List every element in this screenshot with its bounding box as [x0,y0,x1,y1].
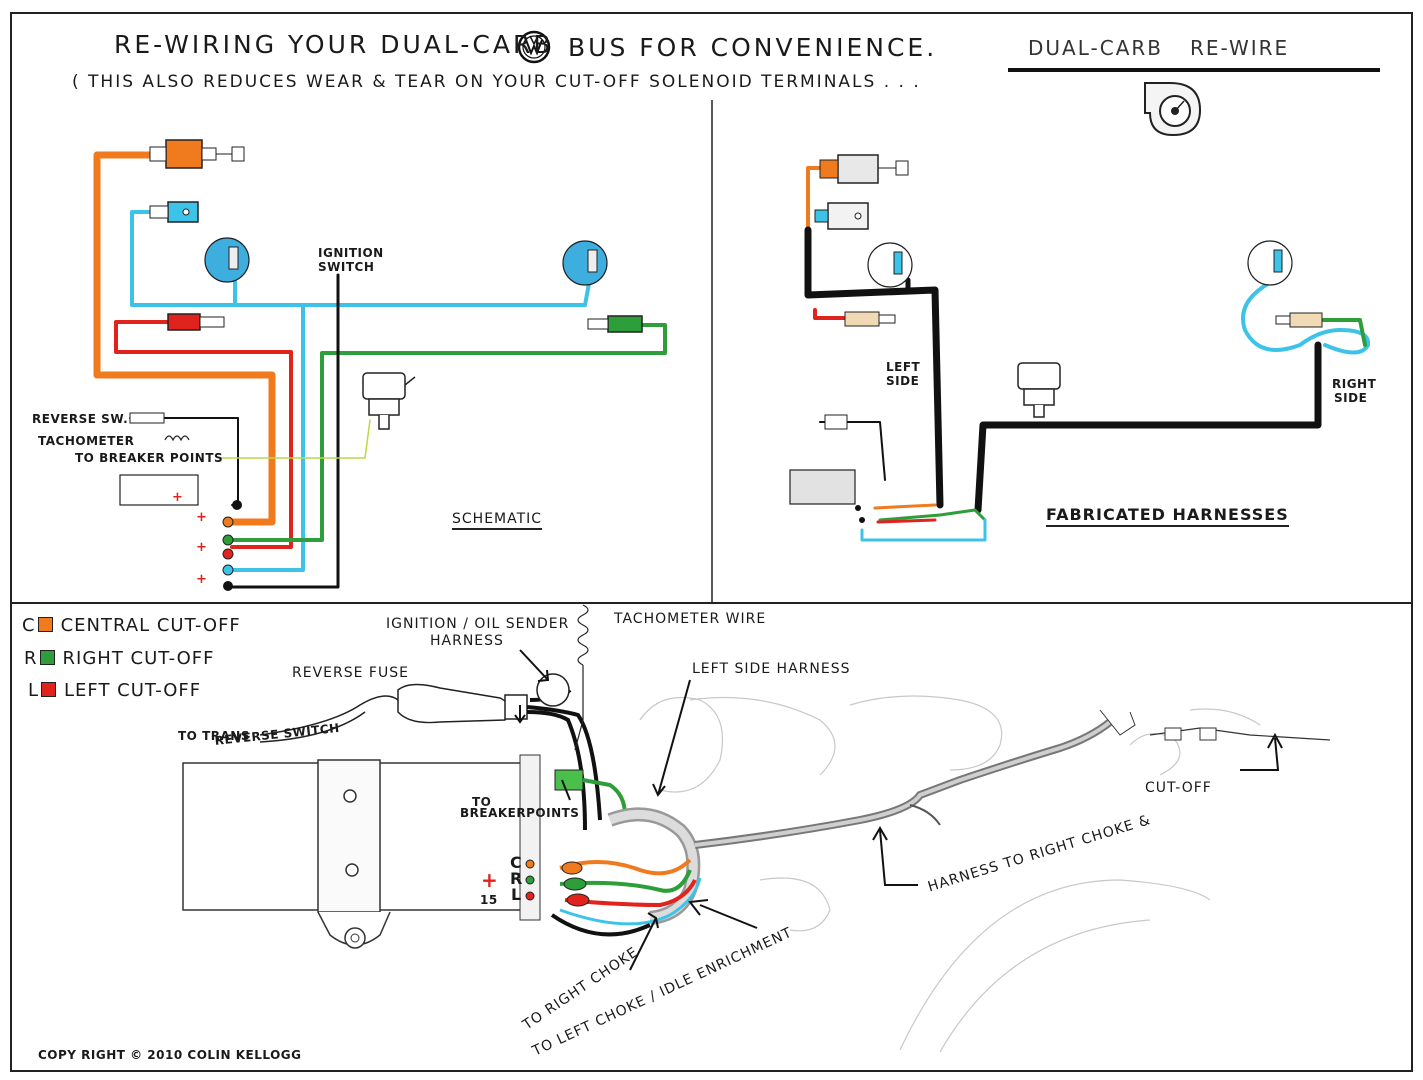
svg-text:+: + [196,572,207,587]
fab-black-left [804,226,944,509]
legend-item-central: C CENTRAL CUT-OFF [22,615,241,636]
copyright-text: COPY RIGHT © 2010 COLIN KELLOGG [38,1048,302,1062]
red-connector [167,313,201,331]
legend-swatch-red [41,682,57,697]
terminal-l: L [511,885,523,904]
schematic-caption: SCHEMATIC [452,511,543,530]
terminal-plus-icon: + [481,868,499,892]
page-title-continued: BUS FOR CONVENIENCE. [568,33,938,62]
svg-text:+: + [196,540,207,555]
right-side-label-line2: SIDE [1334,391,1368,405]
black-wire [230,273,340,589]
side-title-left: DUAL-CARB [1028,36,1163,60]
ignition-label-line1: IGNITION [318,246,384,260]
fabricated-caption: FABRICATED HARNESSES [1046,505,1289,527]
legend-swatch-green [39,650,55,665]
coil-block [119,474,199,506]
schematic-components: + + + + [119,139,643,591]
fab-blue-right [1241,278,1371,355]
legend-letter: C [22,615,36,636]
to-trans-label: TO TRANS [178,729,250,743]
fabricated-wires [804,166,1371,542]
tachometer-label: TACHOMETER [38,434,135,448]
left-side-harness-label: LEFT SIDE HARNESS [692,661,851,677]
page-title: RE-WIRING YOUR DUAL-CARB [114,30,554,59]
orange-wire [93,151,276,526]
right-choke [562,240,608,286]
terminal-c: C [510,853,523,872]
legend-label: LEFT CUT-OFF [64,680,202,701]
reverse-sw-label: REVERSE SW. [32,412,129,426]
page-frame [10,12,1413,1072]
to-breaker-label: TO [472,795,492,809]
blue-wire [130,210,592,307]
side-title-right: RE-WIRE [1190,36,1290,60]
legend-letter: R [24,648,38,669]
page-subtitle: ( THIS ALSO REDUCES WEAR & TEAR ON YOUR … [72,72,921,92]
legend-label: RIGHT CUT-OFF [62,648,215,669]
terminal-r: R [510,869,524,888]
to-breaker-points-label: TO BREAKER POINTS [75,451,224,465]
svg-text:+: + [172,490,183,505]
detail-sketch [182,604,1331,1053]
central-cutoff-solenoid [165,139,203,169]
reverse-fuse-label: REVERSE FUSE [292,665,409,681]
left-side-label-line2: SIDE [886,374,920,388]
breakerpoints-label: BREAKERPOINTS [460,806,580,820]
right-side-label-line1: RIGHT [1332,377,1377,391]
fab-black-right [974,341,1322,514]
svg-text:+: + [196,510,207,525]
distributor-sketch [362,372,416,430]
legend-letter: L [28,680,40,701]
left-choke [204,237,250,283]
ignition-oil-sender-label-line1: IGNITION / OIL SENDER [386,616,570,632]
terminal-15: 15 [480,893,498,907]
tachometer-wire-spring [577,604,589,666]
ignition-label-line2: SWITCH [318,260,375,274]
vw-logo-icon [517,30,551,64]
fabricated-components [789,154,1323,523]
right-choke-harness [694,718,1113,849]
green-connector [607,315,643,333]
reverse-fuse [397,683,528,724]
legend-swatch-orange [37,617,53,632]
tachometer-wire-label: TACHOMETER WIRE [614,611,767,627]
green-wire [230,323,667,542]
left-side-label-line1: LEFT [886,360,921,374]
schematic-wires [93,151,667,589]
cut-off-label: CUT-OFF [1145,780,1212,796]
ignition-oil-sender-label-line2: HARNESS [430,633,504,649]
legend-label: CENTRAL CUT-OFF [60,615,241,636]
carburetor-icon [1144,82,1202,137]
legend-item-left: L LEFT CUT-OFF [28,680,201,701]
red-wire [114,320,293,549]
legend-item-right: R RIGHT CUT-OFF [24,648,215,669]
